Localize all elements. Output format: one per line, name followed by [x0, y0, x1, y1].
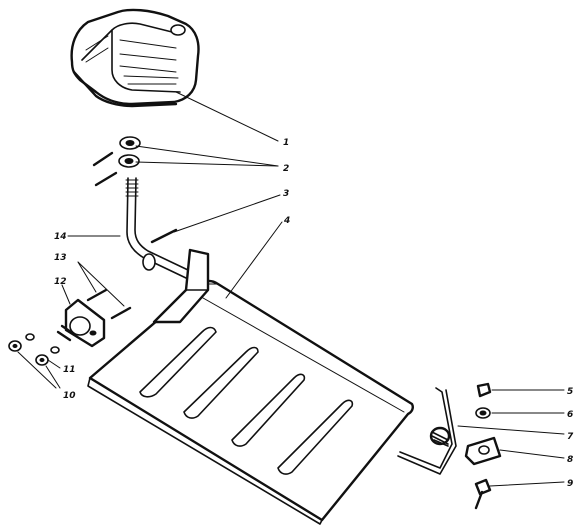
callout-5: 5: [567, 387, 573, 397]
callout-2: 2: [283, 164, 289, 174]
spring-and-bracket-hardware: [397, 382, 502, 510]
callout-labels: 1 2 3 4 5 6 7 8 9 10 11 12 13 14: [54, 138, 574, 489]
nuts-and-washers: [8, 333, 60, 366]
callout-7: 7: [567, 432, 574, 442]
callout-6: 6: [567, 410, 573, 420]
housing-cover: [70, 8, 200, 108]
washers-and-screws: [92, 136, 178, 244]
tube: [125, 177, 189, 279]
base-plate: [87, 248, 414, 525]
callout-11: 11: [63, 365, 76, 375]
callout-10: 10: [63, 391, 76, 401]
callout-4: 4: [283, 216, 290, 226]
callout-9: 9: [567, 479, 573, 489]
leader-lines: [17, 91, 565, 487]
callout-14: 14: [54, 232, 67, 242]
connector-block: [56, 288, 132, 348]
callout-1: 1: [283, 138, 289, 148]
callout-12: 12: [54, 277, 67, 287]
callout-3: 3: [283, 189, 289, 199]
callout-13: 13: [54, 253, 67, 263]
callout-8: 8: [567, 455, 573, 465]
